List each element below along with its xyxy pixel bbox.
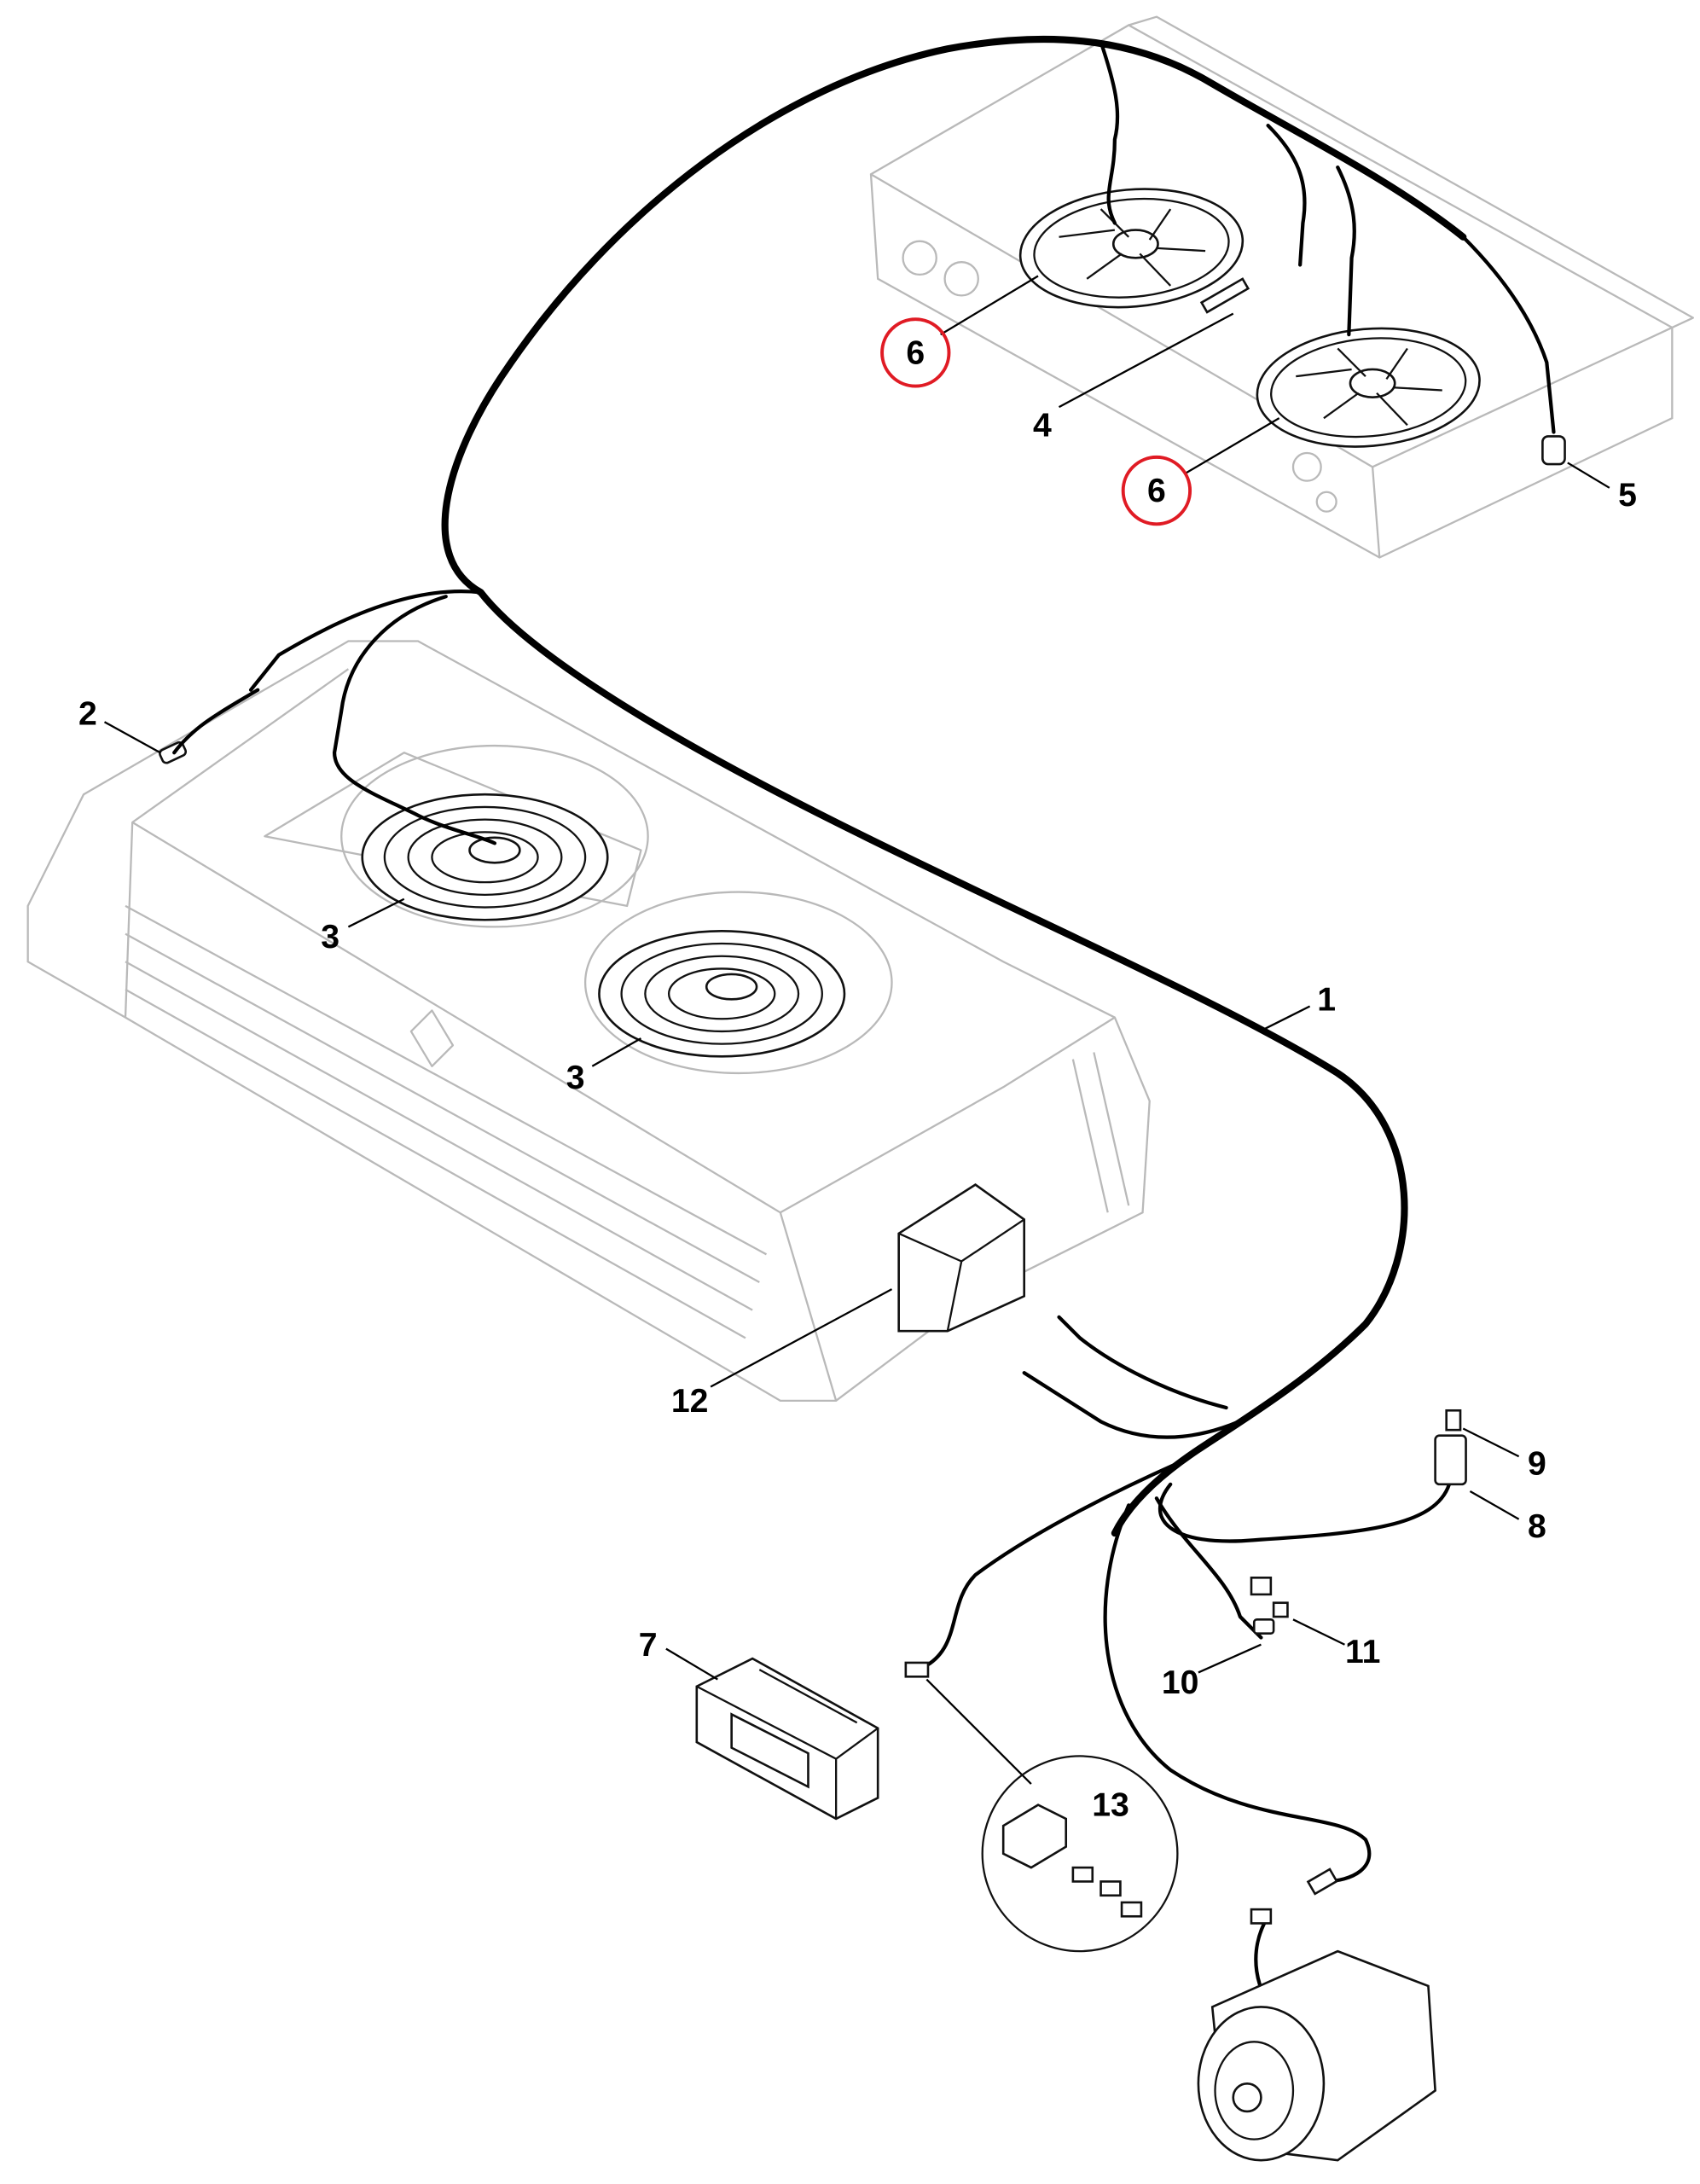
condenser-unit	[26, 640, 1151, 1402]
callout-2: 2	[78, 696, 97, 733]
callout-4: 4	[1033, 407, 1052, 444]
condenser-fan-2	[598, 930, 846, 1058]
callout-7: 7	[639, 1627, 658, 1664]
cover-bracket-12	[897, 1183, 1026, 1333]
fuse-9	[1445, 1409, 1462, 1432]
connector-5	[1541, 435, 1566, 466]
callout-10: 10	[1162, 1664, 1199, 1701]
sensor-4	[1199, 277, 1250, 314]
condenser-fan-1	[361, 793, 609, 921]
callout-6a: 6	[906, 334, 925, 371]
callout-5: 5	[1618, 477, 1637, 514]
callout-3a: 3	[321, 919, 339, 956]
callout-9: 9	[1528, 1445, 1546, 1482]
highlight-ring-6a	[880, 317, 951, 388]
terminal-11	[1272, 1601, 1289, 1618]
fuse-holder-8	[1434, 1434, 1467, 1486]
callout-6b: 6	[1147, 473, 1166, 509]
evaporator-unit	[869, 15, 1694, 559]
callout-11: 11	[1345, 1634, 1380, 1670]
connector-10	[1252, 1618, 1275, 1635]
main-harness-1	[441, 35, 1467, 1537]
evaporator-fan-1	[1018, 188, 1245, 309]
compressor	[1197, 1867, 1436, 2162]
controller-display-7	[695, 1657, 879, 1821]
leader-lines	[103, 275, 1610, 1681]
evaporator-fan-2	[1256, 327, 1481, 448]
callout-13: 13	[1092, 1787, 1129, 1824]
callout-12: 12	[671, 1383, 709, 1420]
callout-3b: 3	[566, 1060, 585, 1096]
callout-1: 1	[1317, 981, 1336, 1018]
connector-kit-13	[904, 1661, 1179, 1953]
highlight-ring-6b	[1121, 455, 1192, 526]
callout-8: 8	[1528, 1508, 1546, 1545]
